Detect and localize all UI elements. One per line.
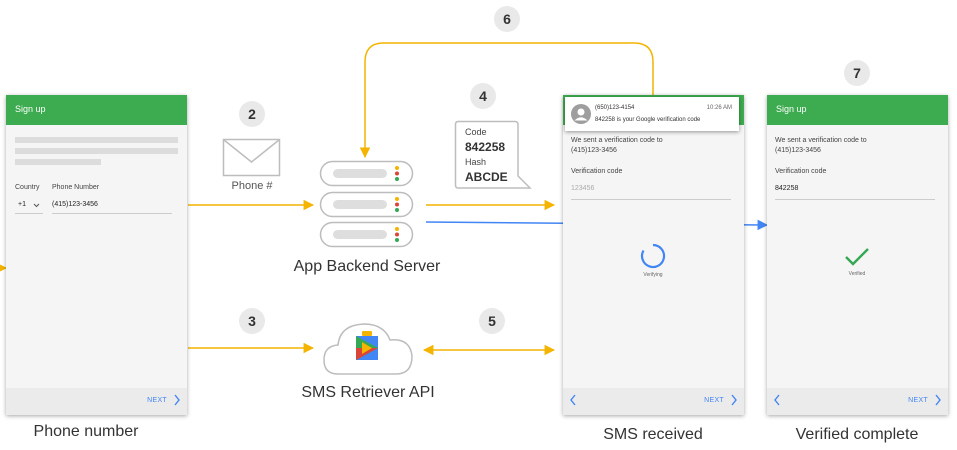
sent-number: (415)123-3456: [775, 147, 821, 154]
step-badge-4: 4: [470, 83, 496, 109]
chevron-right-icon[interactable]: [934, 394, 942, 406]
sent-text: We sent a verification code to: [775, 137, 867, 144]
next-button[interactable]: NEXT: [704, 397, 724, 404]
app-bar-title: Sign up: [15, 104, 46, 114]
chevron-left-icon[interactable]: [773, 394, 781, 406]
cloud-icon: [323, 323, 413, 375]
play-services-icon: [356, 331, 378, 360]
verification-code-input[interactable]: 123456: [571, 183, 731, 200]
step-badge-6: 6: [494, 6, 520, 32]
phone-verified: Sign up We sent a verification code to (…: [767, 95, 948, 415]
caption-phone-number: Phone number: [33, 423, 139, 440]
country-value: +1: [18, 201, 26, 208]
country-select[interactable]: +1: [15, 198, 43, 214]
contact-avatar-icon: [571, 104, 591, 124]
bottom-bar: NEXT: [6, 388, 187, 415]
app-bar: Sign up: [6, 95, 187, 125]
phone-number-label: Phone Number: [52, 184, 100, 191]
phone-signup: Sign up Country Phone Number +1 (415)123…: [6, 95, 187, 415]
caption-verified-complete: Verified complete: [795, 426, 919, 443]
underline: [52, 213, 172, 214]
verification-code-value: 842258: [775, 185, 799, 192]
backend-label: App Backend Server: [293, 258, 441, 275]
chevron-left-icon[interactable]: [569, 394, 577, 406]
chevron-right-icon[interactable]: [173, 394, 181, 406]
phone-number-input[interactable]: (415)123-3456: [52, 198, 172, 214]
sent-text: We sent a verification code to: [571, 137, 663, 144]
code-card-code-label: Code: [465, 127, 487, 137]
app-bar: Sign up: [767, 95, 948, 125]
envelope-icon: [222, 138, 281, 177]
chevron-down-icon: [33, 203, 40, 208]
step-badge-3: 3: [239, 308, 265, 334]
sent-number: (415)123-3456: [571, 147, 617, 154]
code-card-code-value: 842258: [465, 140, 506, 154]
verification-code-label: Verification code: [775, 168, 827, 175]
code-card-shape: [454, 120, 532, 189]
caption-sms-received: SMS received: [603, 426, 703, 443]
next-button[interactable]: NEXT: [147, 397, 167, 404]
sms-api-label: SMS Retriever API: [301, 384, 435, 401]
status-verifying: Verifying: [643, 272, 663, 278]
chevron-right-icon[interactable]: [730, 394, 738, 406]
code-card-hash-value: ABCDE: [465, 170, 508, 184]
verification-code-label: Verification code: [571, 168, 623, 175]
notification-time: 10:26 AM: [706, 105, 732, 111]
envelope-label: Phone #: [231, 180, 273, 192]
status-verified: Verified: [848, 271, 866, 277]
notification-message: 842258 is your Google verification code: [595, 117, 701, 123]
placeholder-line: [15, 148, 178, 154]
bottom-bar: NEXT: [767, 388, 948, 415]
step-badge-2: 2: [239, 101, 265, 127]
underline: [15, 213, 43, 214]
code-card-hash-label: Hash: [465, 157, 487, 167]
step-badge-7: 7: [844, 60, 870, 86]
phone-sms-received: We sent a verification code to (415)123-…: [563, 95, 744, 415]
verification-code-placeholder: 123456: [571, 185, 595, 192]
placeholder-line: [15, 159, 101, 165]
underline: [775, 199, 935, 200]
next-button[interactable]: NEXT: [908, 397, 928, 404]
server-icon: [319, 160, 414, 248]
sms-notification[interactable]: (650)123-4154 10:26 AM 842258 is your Go…: [565, 97, 739, 131]
phone-number-value: (415)123-3456: [52, 201, 98, 208]
arrow-return-to-backend: [359, 42, 654, 159]
app-bar-title: Sign up: [776, 104, 807, 114]
placeholder-line: [15, 137, 178, 143]
country-label: Country: [15, 184, 40, 191]
underline: [571, 199, 731, 200]
notification-sender: (650)123-4154: [595, 105, 635, 111]
step-badge-5: 5: [479, 308, 505, 334]
verification-code-input[interactable]: 842258: [775, 183, 935, 200]
bottom-bar: NEXT: [563, 388, 744, 415]
checkmark-icon: [845, 248, 869, 266]
spinner-icon: [640, 243, 666, 269]
